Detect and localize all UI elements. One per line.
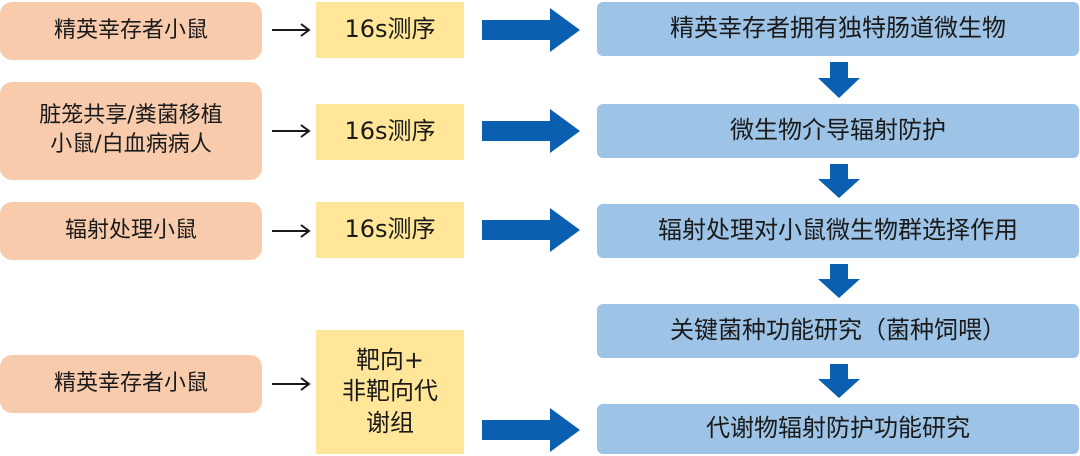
source-label-line-1: 脏笼共享/粪菌移植 <box>39 103 223 129</box>
finding-box-microbe-mediated-protection: 微生物介导辐射防护 <box>597 104 1079 158</box>
finding-box-key-species-study: 关键菌种功能研究（菌种饲喂） <box>597 304 1079 358</box>
finding-box-radiation-selection: 辐射处理对小鼠微生物群选择作用 <box>597 204 1079 258</box>
source-label: 精英幸存者小鼠 <box>53 370 208 396</box>
source-box-irradiated-mice: 辐射处理小鼠 <box>0 202 262 260</box>
method-box-metabolomics: 靶向+ 非靶向代 谢组 <box>316 330 464 454</box>
method-box-16s-sequencing: 16s测序 <box>316 202 464 258</box>
arrow-right-icon <box>272 23 311 37</box>
finding-label: 微生物介导辐射防护 <box>730 116 946 145</box>
block-arrow-right-icon <box>482 208 580 252</box>
method-label-line-1: 靶向+ <box>355 346 425 375</box>
source-label: 辐射处理小鼠 <box>64 217 197 243</box>
block-arrow-down-icon <box>818 164 860 198</box>
arrow-right-icon <box>272 124 311 138</box>
block-arrow-right-icon <box>482 8 580 52</box>
arrow-right-icon <box>272 224 311 238</box>
source-box-elite-survivor-mice: 精英幸存者小鼠 <box>0 2 262 60</box>
arrow-right-icon <box>272 377 311 391</box>
block-arrow-right-icon <box>482 109 580 153</box>
block-arrow-down-icon <box>818 364 860 398</box>
source-box-cohousing-fmt: 脏笼共享/粪菌移植 小鼠/白血病病人 <box>0 82 262 180</box>
block-arrow-down-icon <box>818 62 860 98</box>
method-box-16s-sequencing: 16s测序 <box>316 104 464 160</box>
source-box-elite-survivor-mice-2: 精英幸存者小鼠 <box>0 355 262 413</box>
finding-box-unique-gut-microbiota: 精英幸存者拥有独特肠道微生物 <box>597 2 1079 56</box>
source-label: 精英幸存者小鼠 <box>53 17 208 43</box>
block-arrow-down-icon <box>818 264 860 298</box>
block-arrow-right-icon <box>482 408 580 452</box>
finding-box-metabolite-protection-study: 代谢物辐射防护功能研究 <box>597 404 1079 454</box>
finding-label: 辐射处理对小鼠微生物群选择作用 <box>658 216 1018 245</box>
method-label-line-3: 谢组 <box>366 408 414 437</box>
method-label: 16s测序 <box>344 15 436 44</box>
method-label: 16s测序 <box>344 215 436 244</box>
source-label-line-2: 小鼠/白血病病人 <box>50 132 212 157</box>
finding-label: 关键菌种功能研究（菌种饲喂） <box>670 316 1006 345</box>
method-label: 16s测序 <box>344 117 436 146</box>
finding-label: 精英幸存者拥有独特肠道微生物 <box>670 14 1006 43</box>
finding-label: 代谢物辐射防护功能研究 <box>706 414 970 443</box>
method-box-16s-sequencing: 16s测序 <box>316 2 464 58</box>
method-label-line-2: 非靶向代 <box>342 377 438 406</box>
